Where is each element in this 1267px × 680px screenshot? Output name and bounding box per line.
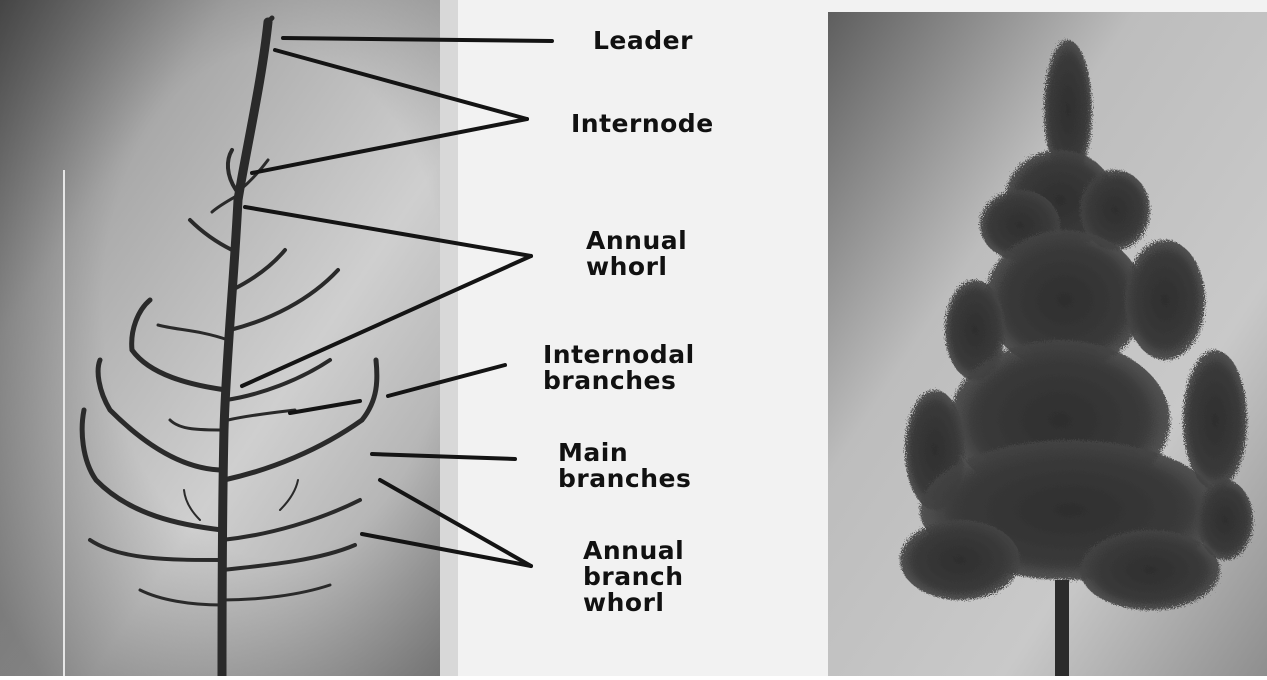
leader-label: Leader (593, 28, 693, 54)
annual-whorl-label-line-2: whorl (586, 254, 687, 280)
annual-branch-whorl-label: Annual branch whorl (583, 538, 684, 616)
annual-whorl-label: Annual whorl (586, 228, 687, 280)
bare-tree-photo (0, 0, 458, 676)
main-branches-label-line-1: Main (558, 440, 691, 466)
annual-branch-whorl-label-line-1: Annual (583, 538, 684, 564)
annual-branch-whorl-label-line-3: whorl (583, 590, 684, 616)
internodal-branches-label-line-1: Internodal (543, 342, 695, 368)
main-branches-label-line-2: branches (558, 466, 691, 492)
internode-label-line: Internode (571, 111, 714, 137)
main-branches-label: Main branches (558, 440, 691, 492)
leader-label-line: Leader (593, 28, 693, 54)
annual-branch-whorl-label-line-2: branch (583, 564, 684, 590)
internode-label: Internode (571, 111, 714, 137)
needled-tree-photo (828, 12, 1267, 676)
annual-whorl-label-line-1: Annual (586, 228, 687, 254)
internodal-branches-label-line-2: branches (543, 368, 695, 394)
internodal-branches-label: Internodal branches (543, 342, 695, 394)
